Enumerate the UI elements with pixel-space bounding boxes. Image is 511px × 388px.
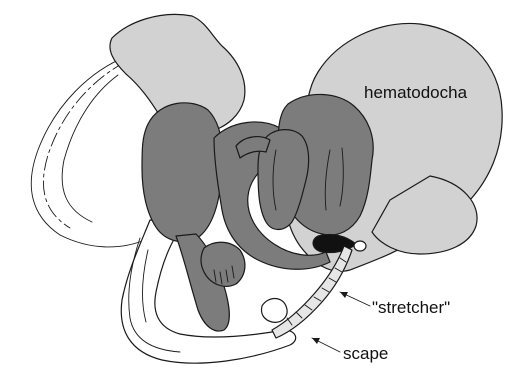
stretcher-label: "stretcher" [372,298,450,317]
scape-label: scape [343,344,388,363]
cymbium-outline [31,55,145,247]
hematodocha-label: hematodocha [364,83,468,102]
sclerites [142,94,373,331]
